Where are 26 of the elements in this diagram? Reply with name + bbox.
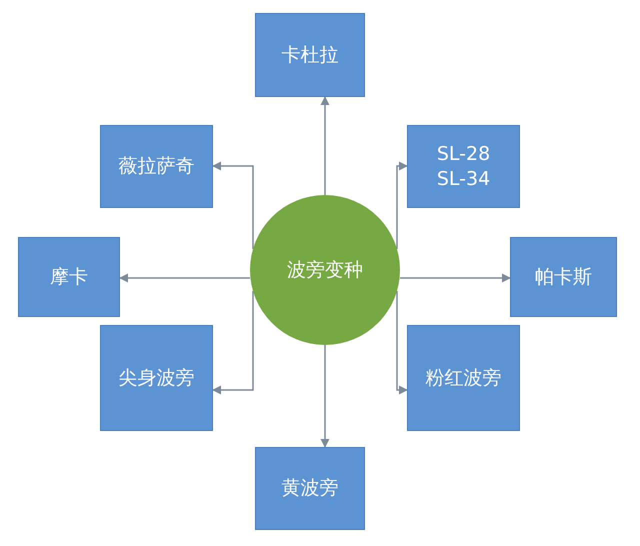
node-label: SL-34: [436, 166, 490, 192]
arrow: [320, 345, 330, 448]
arrow: [400, 274, 511, 282]
node-label: 帕卡斯: [535, 264, 592, 290]
arrow: [396, 291, 408, 394]
process-box: [100, 325, 213, 431]
arrow: [212, 291, 254, 394]
node-label: 波旁变种: [287, 258, 363, 282]
arrow: [119, 274, 250, 282]
node-label: 摩卡: [50, 264, 88, 290]
arrow: [320, 96, 330, 195]
process-box: [255, 13, 365, 97]
node-label: 黄波旁: [282, 476, 338, 501]
node-label: SL-28: [436, 142, 490, 166]
node-label: 尖身波旁: [118, 366, 194, 390]
arrow: [396, 162, 408, 249]
node-label: 薇拉萨奇: [118, 154, 194, 179]
node-label: 粉红波旁: [426, 366, 502, 390]
process-box: [407, 125, 520, 208]
arrow: [212, 162, 254, 249]
process-box: [510, 237, 617, 317]
process-box: [407, 325, 520, 431]
process-box: [18, 237, 120, 317]
process-box: [100, 125, 213, 208]
process-box: [255, 447, 365, 530]
node-label: 卡杜拉: [282, 42, 338, 68]
